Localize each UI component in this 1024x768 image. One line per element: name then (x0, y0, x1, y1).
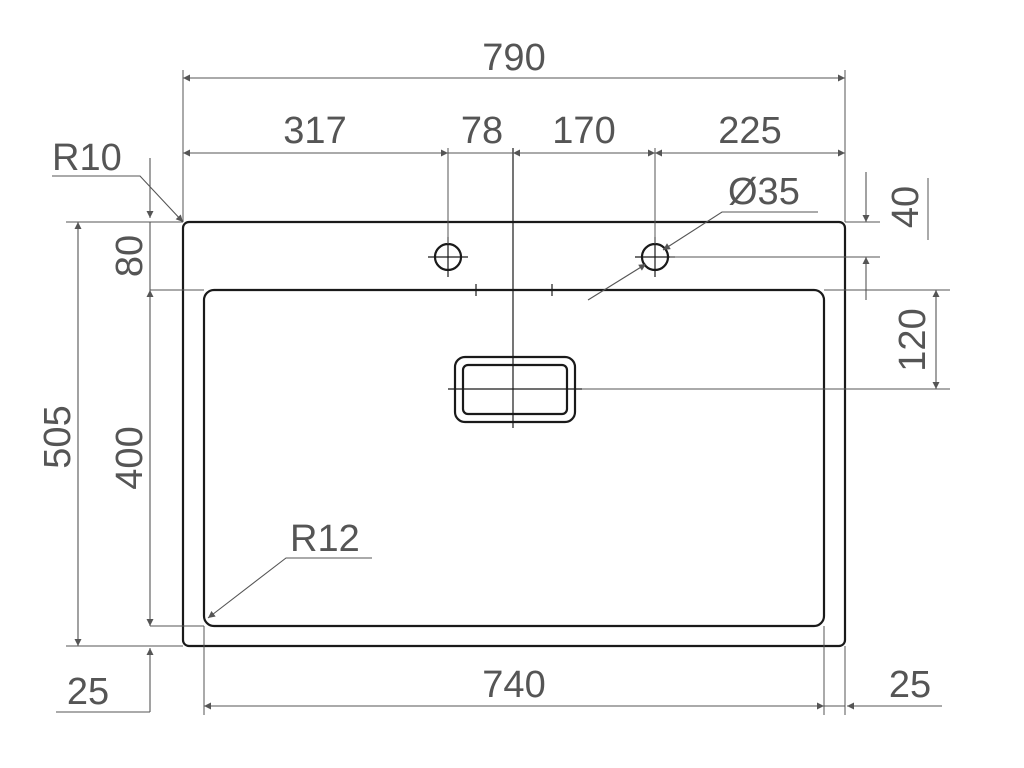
label-hole-spacing-part: 78 (461, 110, 503, 152)
label-tap-hole-diameter: Ø35 (728, 171, 800, 213)
label-overall-depth: 505 (37, 405, 79, 468)
label-corner-radius-bowl: R12 (290, 518, 360, 560)
label-hole-spacing-rest: 170 (552, 110, 615, 152)
label-corner-radius-outer: R10 (52, 137, 122, 179)
bowl-outline (202, 288, 826, 628)
label-deck-depth: 80 (109, 235, 151, 277)
label-bowl-depth: 400 (109, 426, 151, 489)
leader-corner-radius-outer (52, 175, 184, 223)
label-overall-width: 790 (482, 37, 545, 79)
label-hole-offset-right: 225 (718, 110, 781, 152)
leader-corner-radius-bowl (207, 557, 372, 619)
label-margin-right: 25 (889, 664, 931, 706)
label-bowl-width: 740 (482, 664, 545, 706)
leader-tap-hole-diameter-tail (587, 263, 647, 301)
extension-lines (66, 70, 950, 715)
label-drain-from-bowl-edge: 120 (892, 308, 934, 371)
label-margin-left: 25 (67, 671, 109, 713)
label-hole-offset-left: 317 (283, 110, 346, 152)
sink-outer-outline (181, 220, 847, 648)
leader-tap-hole-diameter (662, 211, 818, 251)
label-hole-from-edge: 40 (885, 186, 927, 228)
